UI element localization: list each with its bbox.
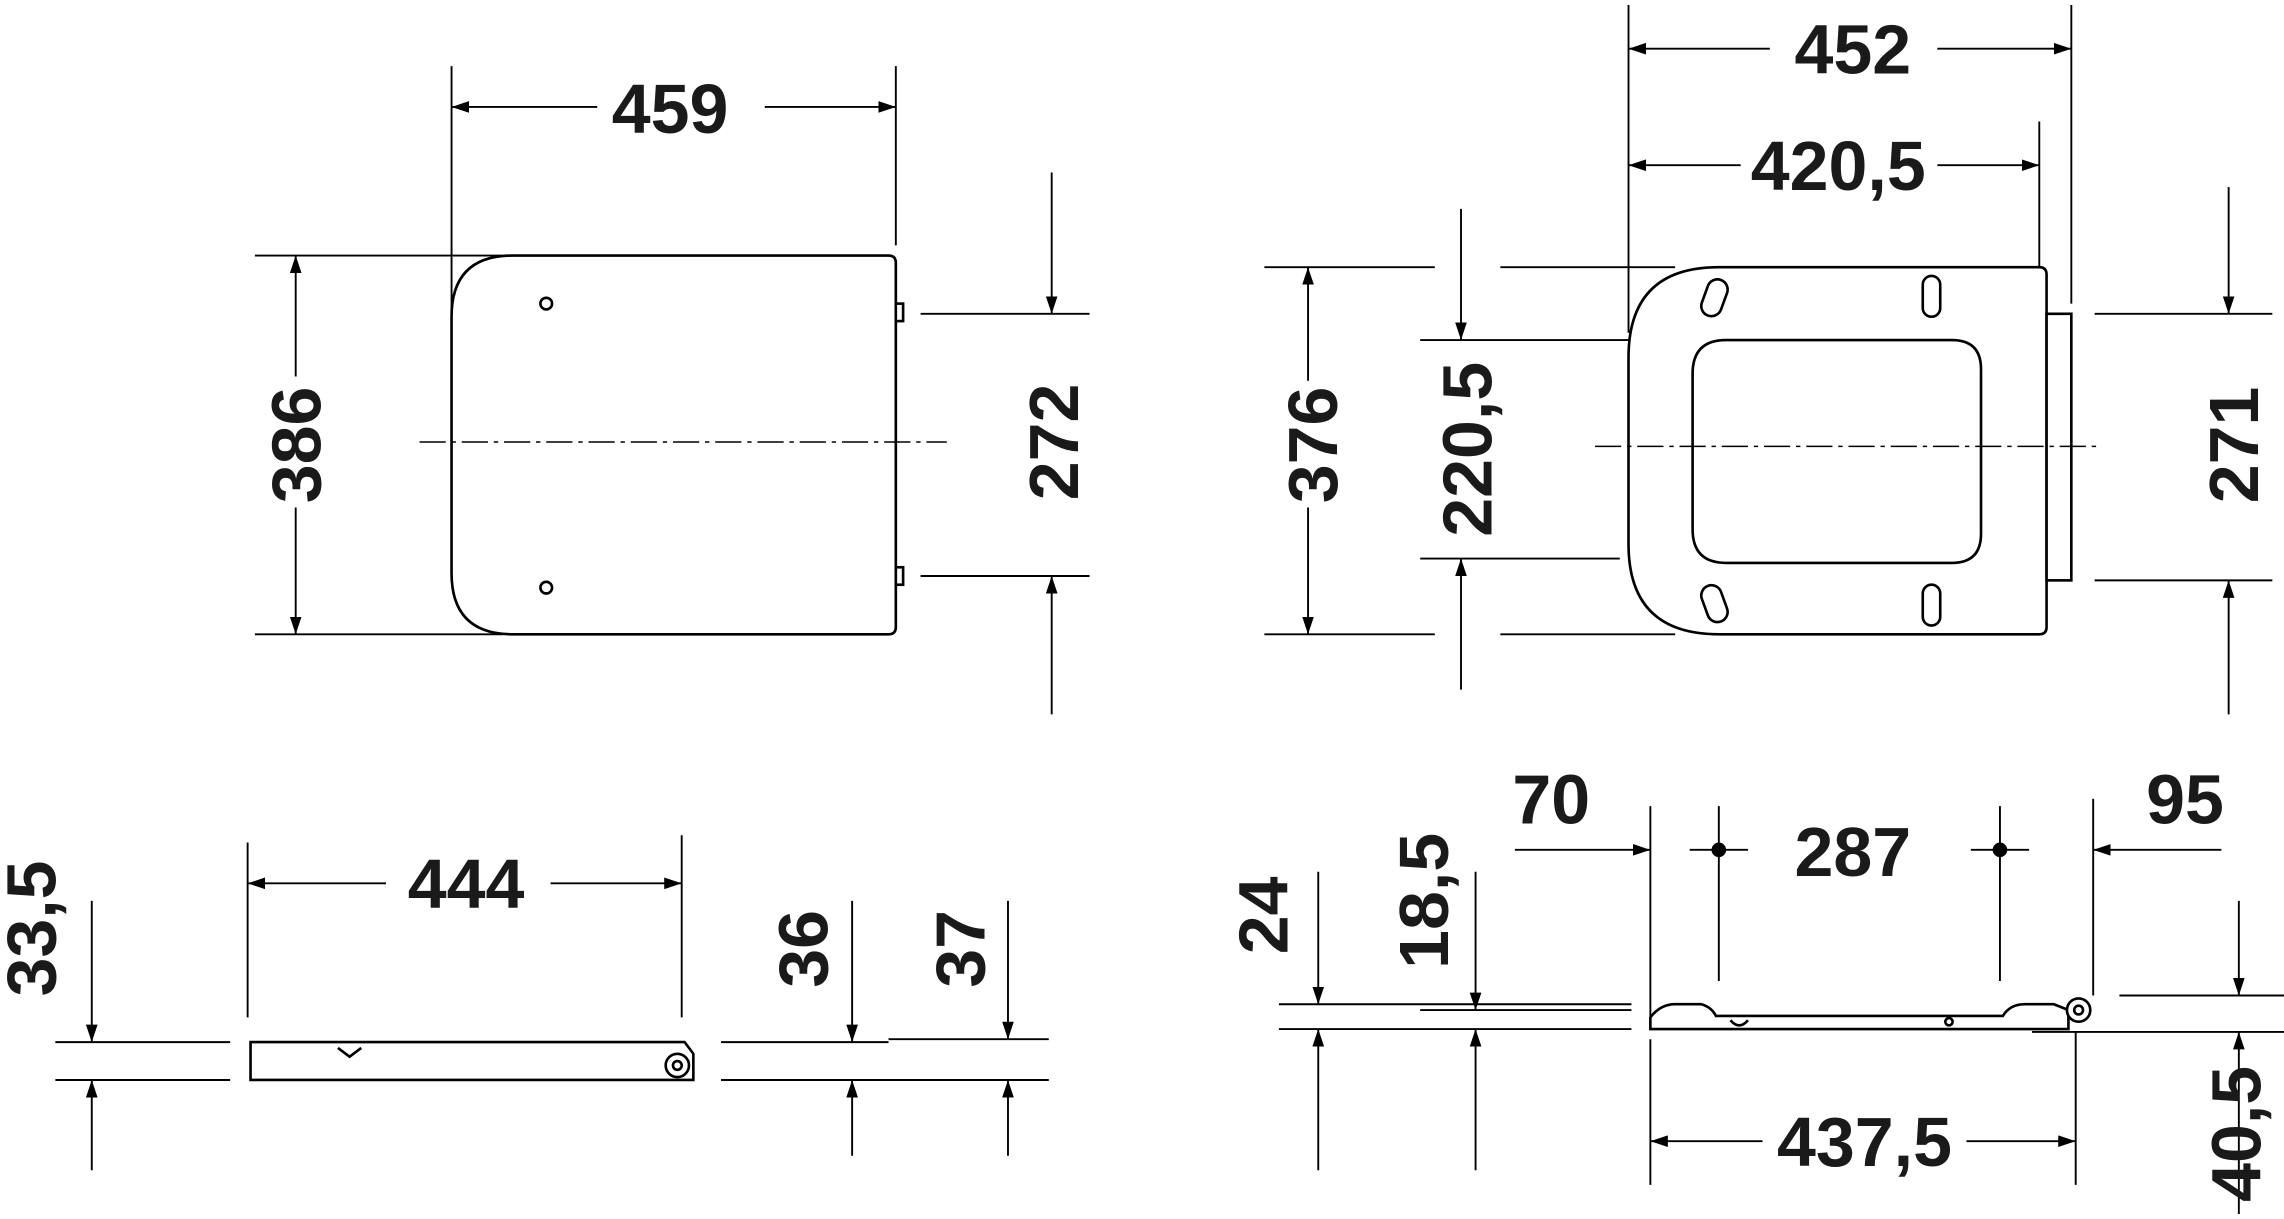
- dim-label-fixing-spacing: 287: [1795, 813, 1912, 891]
- dim-label-hinge-spacing: 272: [1015, 384, 1093, 501]
- dim-label-open-depth: 376: [1274, 387, 1352, 504]
- dim-label-inner-width: 420,5: [1751, 127, 1926, 205]
- dim-label-front-offset: 70: [1512, 761, 1590, 839]
- dim-label-depth: 386: [257, 387, 335, 504]
- dim-label-open-hinge-spacing: 271: [2195, 387, 2273, 504]
- dim-label-rear-offset: 95: [2146, 761, 2224, 839]
- dim-label-hinge-height-b: 37: [922, 910, 1000, 988]
- dimension-lines: [55, 4, 2284, 1215]
- seat-top-view-closed: [419, 254, 947, 636]
- seat-side-view-closed: [249, 1040, 695, 1082]
- dim-label-rim-height: 18,5: [1385, 833, 1463, 969]
- seat-top-view-open: [1595, 265, 2098, 636]
- dim-label-overall-width: 452: [1795, 10, 1912, 88]
- dim-label-side-height: 33,5: [0, 860, 70, 996]
- dim-label-opening-depth: 220,5: [1429, 362, 1507, 537]
- dim-label-open-length: 437,5: [1777, 1103, 1952, 1181]
- dim-label-side-length: 444: [408, 845, 525, 923]
- dim-label-open-height: 24: [1225, 876, 1303, 954]
- dim-label-width: 459: [612, 70, 729, 148]
- dim-label-hinge-height-a: 36: [764, 910, 842, 988]
- dim-label-open-hinge-height: 40,5: [2198, 1066, 2276, 1202]
- seat-side-view-open: [1649, 842, 2092, 1031]
